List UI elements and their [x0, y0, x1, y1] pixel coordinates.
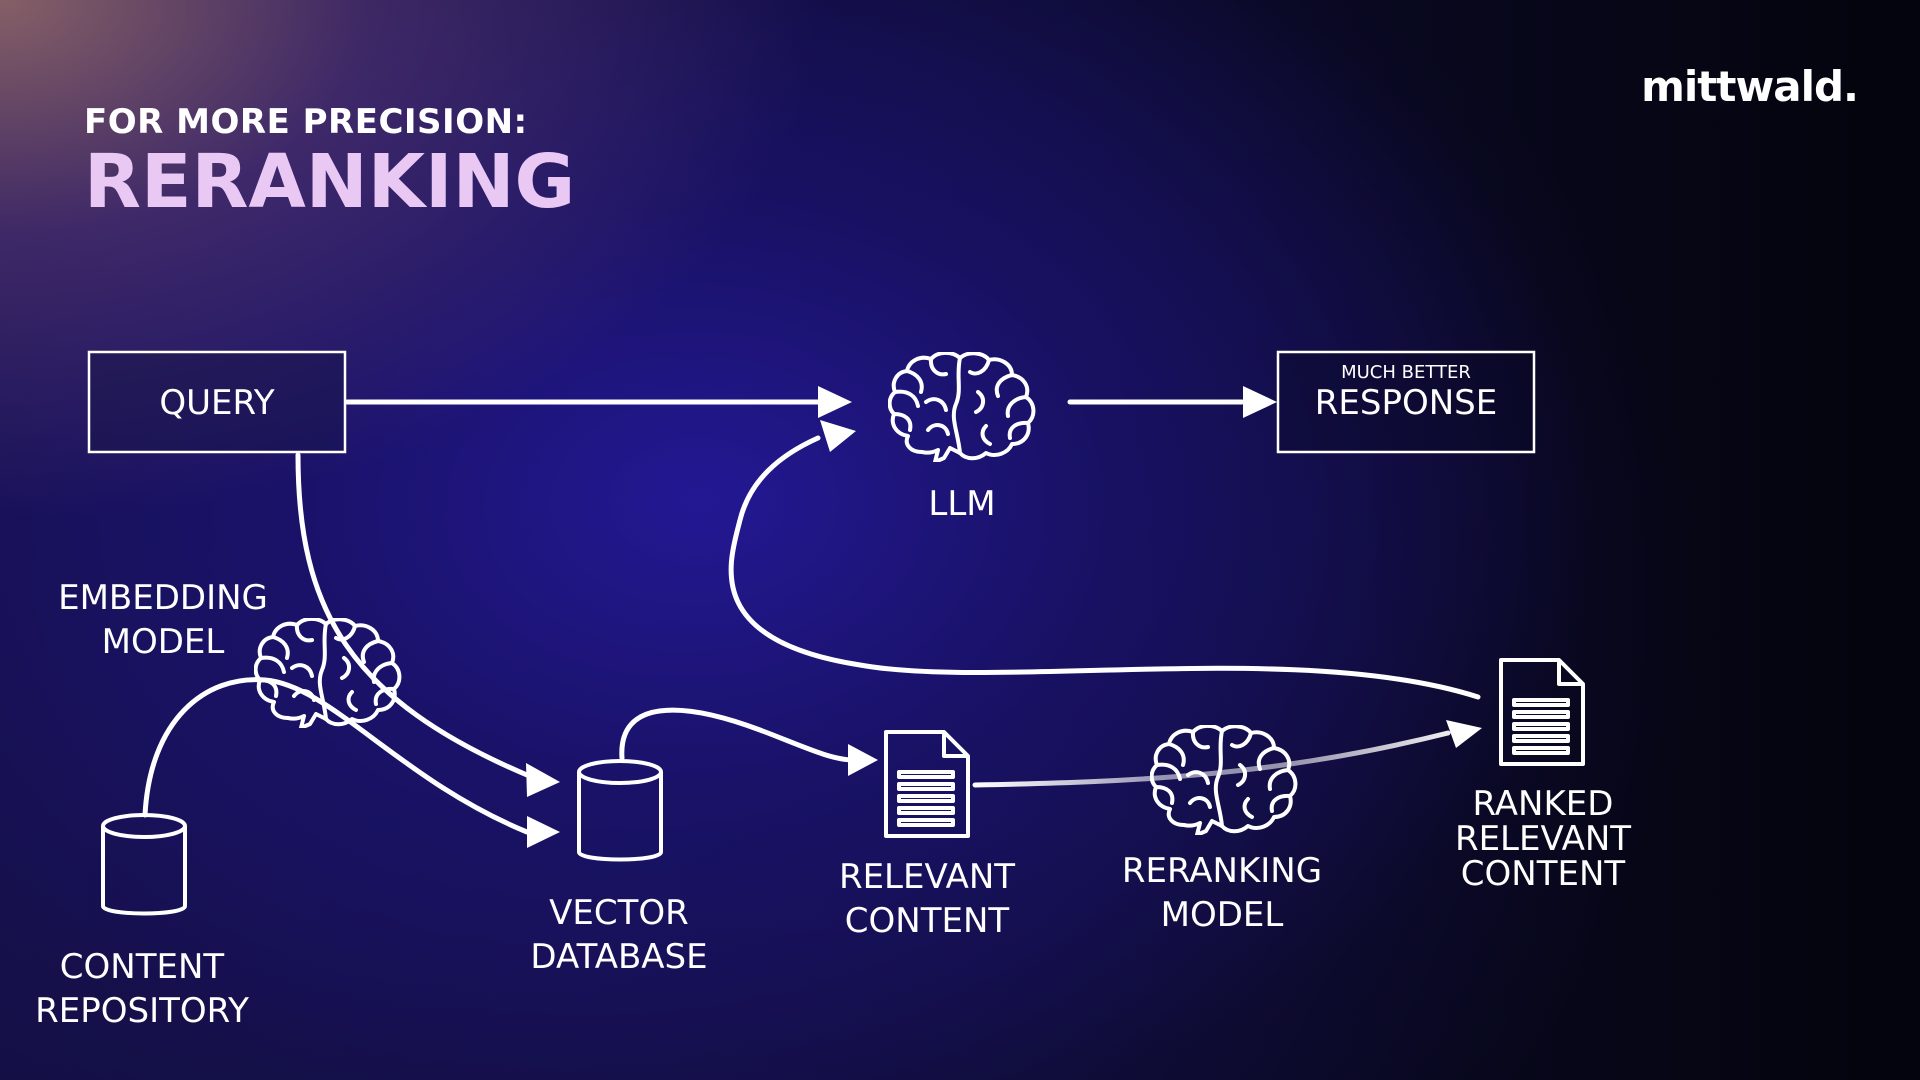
arrowhead-vector-db-top: [526, 763, 560, 797]
relevant-content-label-line1: RELEVANT: [839, 857, 1015, 897]
ranked-content-document-icon: [1499, 658, 1585, 766]
ranked-content-label-line3: CONTENT: [1461, 854, 1626, 894]
vector-database-label-line2: DATABASE: [530, 937, 707, 977]
vector-database-node: VECTOR DATABASE: [530, 759, 708, 977]
response-label: RESPONSE: [1315, 383, 1497, 423]
content-repository-label-line2: REPOSITORY: [35, 991, 249, 1031]
arrowhead-llm-input: [818, 386, 852, 418]
query-label: QUERY: [159, 383, 275, 423]
vector-database-label-line1: VECTOR: [549, 893, 689, 933]
content-repository-node: CONTENT REPOSITORY: [35, 813, 249, 1031]
connector-vector-db-to-relevant: [619, 707, 857, 763]
connector-relevant-to-ranked: [972, 730, 1451, 788]
arrowhead-ranked: [1446, 720, 1482, 748]
reranking-model-label-line2: MODEL: [1161, 895, 1284, 935]
relevant-content-node: RELEVANT CONTENT: [839, 730, 1015, 941]
content-repository-label-line1: CONTENT: [60, 947, 225, 987]
headline: FOR MORE PRECISION: RERANKING: [84, 102, 576, 226]
llm-brain-icon: [888, 352, 1036, 462]
arrowhead-llm-return: [820, 420, 856, 452]
arrowheads: [526, 386, 1482, 848]
llm-label: LLM: [928, 484, 995, 524]
ranked-content-label-line1: RANKED: [1473, 784, 1614, 824]
connector-repository-to-embedding: [142, 677, 530, 835]
content-repository-database-icon: [101, 813, 187, 916]
embedding-model-label-line1: EMBEDDING: [58, 578, 268, 618]
reranking-model-label-line1: RERANKING: [1122, 851, 1322, 891]
slide-kicker: FOR MORE PRECISION:: [84, 102, 528, 142]
mittwald-logo: mittwald.: [1641, 62, 1859, 111]
reranking-brain-icon: [1150, 725, 1298, 835]
relevant-content-label-line2: CONTENT: [845, 901, 1010, 941]
arrowhead-response: [1243, 386, 1277, 418]
embedding-model-node: EMBEDDING MODEL: [58, 578, 402, 728]
vector-database-icon: [577, 759, 663, 862]
llm-node: LLM: [888, 352, 1036, 524]
connector-query-to-vector-db: [295, 452, 530, 778]
connector-ranked-to-llm: [728, 435, 1481, 700]
embedding-brain-icon: [254, 618, 402, 728]
response-sublabel: MUCH BETTER: [1341, 362, 1471, 383]
embedding-model-label-line2: MODEL: [102, 622, 225, 662]
query-node: QUERY: [87, 350, 347, 454]
response-node: MUCH BETTER RESPONSE: [1276, 350, 1536, 454]
ranked-content-label-line2: RELEVANT: [1455, 819, 1631, 859]
arrowhead-vector-db-bottom: [527, 816, 560, 848]
ranked-content-node: RANKED RELEVANT CONTENT: [1455, 658, 1631, 894]
slide-title: RERANKING: [84, 139, 576, 226]
reranking-model-node: RERANKING MODEL: [1122, 725, 1322, 935]
relevant-content-document-icon: [884, 730, 970, 838]
arrowhead-relevant: [848, 744, 878, 776]
